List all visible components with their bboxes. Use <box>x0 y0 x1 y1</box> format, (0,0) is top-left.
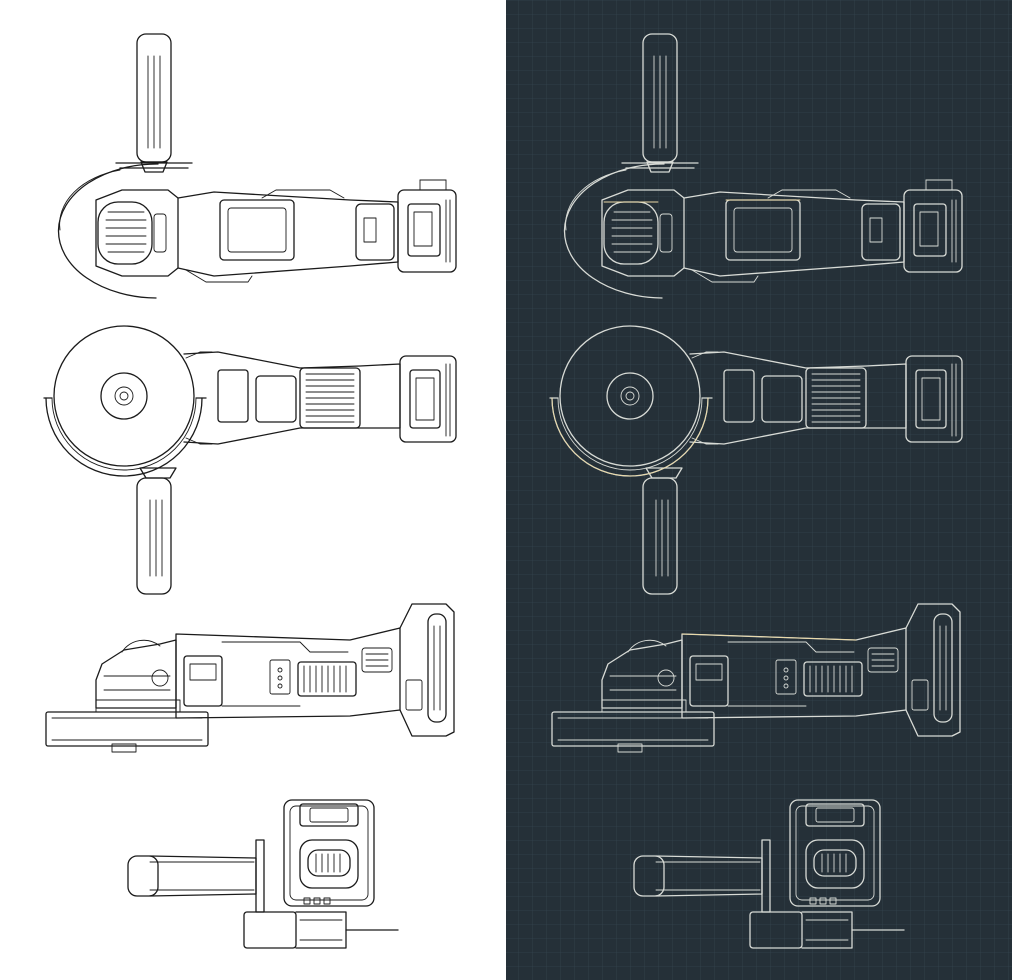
dark-panel <box>506 0 1012 980</box>
accent-highlights <box>551 199 857 641</box>
light-panel <box>0 0 506 980</box>
light-panel-background <box>0 0 506 980</box>
dark-panel-drawings <box>549 33 963 949</box>
blueprint-grid <box>506 0 1012 980</box>
